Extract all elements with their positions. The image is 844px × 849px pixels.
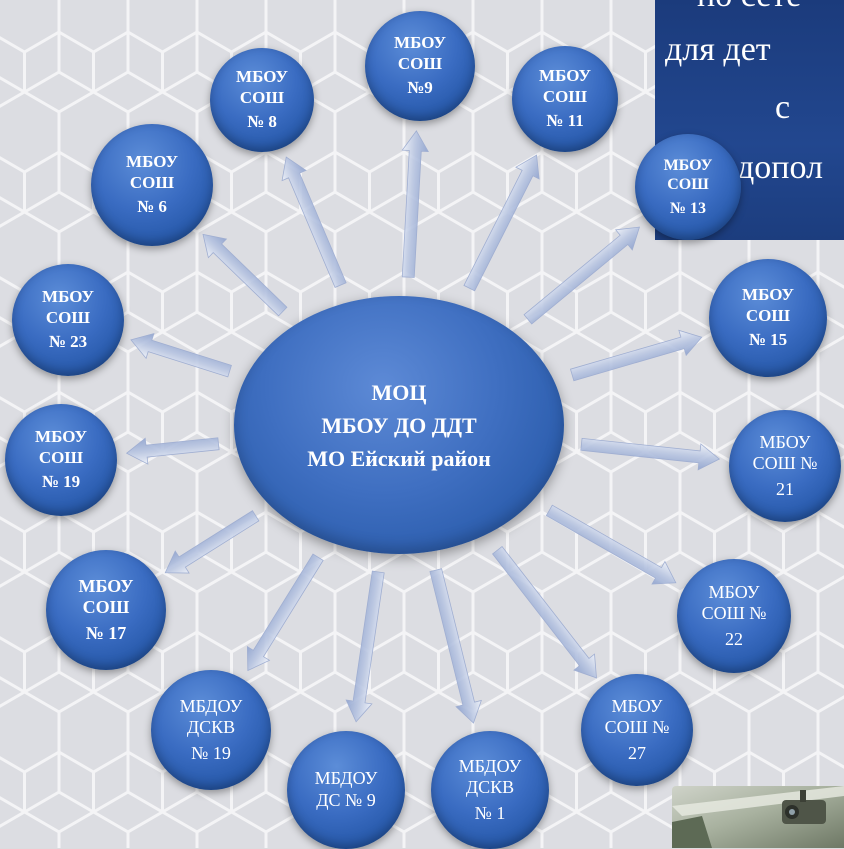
banner-line-2: для дет	[665, 31, 771, 68]
center-org: МБОУ ДО ДДТ	[321, 412, 477, 438]
center-title: МОЦ	[371, 379, 427, 405]
arrow	[130, 332, 232, 378]
arrow	[580, 437, 721, 471]
projector-photo	[672, 786, 844, 848]
node-label-line: СОШ №	[604, 717, 670, 738]
node-label-line: СОШ	[667, 176, 709, 194]
arrow	[202, 233, 288, 317]
node-label-line: МБДОУ	[458, 755, 522, 776]
arrow	[125, 437, 220, 465]
node-label-line: № 13	[669, 199, 707, 217]
node-label-line: МБОУ	[742, 285, 794, 305]
banner-line-4: допол	[737, 149, 824, 186]
arrow	[429, 568, 482, 724]
node-label-line: МБОУ	[126, 152, 178, 172]
node-label-line: СОШ	[129, 172, 175, 192]
banner-line-3: с	[775, 89, 791, 126]
node-label-line: МБОУ	[611, 695, 663, 716]
center-district: МО Ейский район	[307, 445, 491, 471]
node-label-line: СОШ	[45, 307, 91, 327]
node-label-line: №9	[407, 78, 433, 98]
node-label-line: СОШ	[745, 305, 791, 325]
node-label-line: СОШ	[82, 597, 130, 618]
node-label-line: СОШ №	[752, 453, 818, 474]
node-label-line: МБОУ	[42, 287, 94, 307]
banner-line-1: по сете	[697, 0, 801, 18]
arrow	[401, 130, 429, 278]
node-label-line: № 1	[474, 802, 506, 823]
arrow	[246, 553, 324, 672]
arrow	[523, 226, 641, 325]
arrow	[545, 504, 677, 585]
node-label-line: ДСКВ	[186, 717, 236, 738]
node-label-line: № 19	[41, 472, 81, 492]
node-label-line: МБОУ	[236, 67, 288, 87]
node-label-line: СОШ	[38, 447, 84, 467]
node-label-line: № 23	[48, 332, 88, 352]
arrow	[491, 545, 597, 679]
node-label-line: № 15	[748, 330, 788, 350]
node-label-line: МБДОУ	[179, 695, 243, 716]
center-node: МОЦ МБОУ ДО ДДТ МО Ейский район	[234, 296, 564, 554]
node-label-line: № 8	[247, 112, 277, 132]
node-label-line: МБОУ	[394, 33, 446, 53]
node-label-line: МБОУ	[759, 431, 811, 452]
node-label-line: 21	[776, 478, 794, 499]
node-label-line: ДСКВ	[465, 777, 515, 798]
node-label-line: МБДОУ	[314, 768, 378, 789]
arrow	[345, 570, 385, 723]
node-label-line: МБОУ	[663, 157, 713, 175]
node-label-line: СОШ	[397, 53, 443, 73]
node-label-line: МБОУ	[539, 66, 591, 86]
node-label-line: ДС № 9	[316, 790, 376, 810]
node-label-line: МБОУ	[708, 581, 760, 602]
node-label-line: МБОУ	[35, 427, 87, 447]
node-label-line: № 11	[546, 111, 584, 131]
node-label-line: СОШ №	[701, 603, 767, 624]
node-label-line: 27	[628, 742, 646, 763]
node-label-line: № 19	[191, 742, 231, 763]
node-label-line: № 6	[137, 197, 167, 217]
node-label-line: МБОУ	[78, 575, 134, 596]
arrow	[569, 329, 703, 382]
node-label-line: 22	[725, 628, 743, 649]
arrow	[281, 156, 347, 288]
arrow	[463, 154, 540, 292]
node-label-line: № 17	[85, 622, 127, 643]
node-label-line: СОШ	[542, 86, 588, 106]
node-label-line: СОШ	[239, 87, 285, 107]
arrow	[164, 510, 260, 574]
title-banner: по сете для дет с допол	[655, 0, 844, 240]
